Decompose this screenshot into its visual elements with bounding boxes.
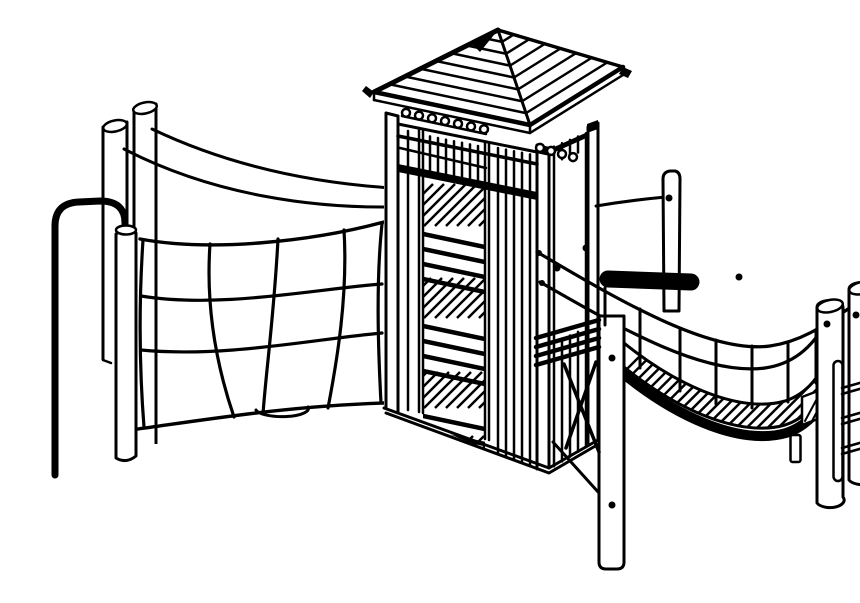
- board-and-rail: [596, 171, 743, 311]
- roof-left-overhang: [362, 86, 374, 98]
- bolt: [536, 250, 542, 256]
- end-post-back: [848, 279, 860, 484]
- bolt: [609, 355, 616, 362]
- bolt: [583, 245, 590, 252]
- bolt: [853, 312, 860, 319]
- central-tower: [362, 30, 632, 473]
- bolt: [824, 321, 831, 328]
- bolt: [539, 280, 545, 286]
- bolt: [666, 195, 673, 202]
- climbing-net: [138, 222, 384, 429]
- playground-structure-illustration: Wooden play tower with climbing net and …: [40, 16, 860, 587]
- bolt: [736, 274, 743, 281]
- rope-to-board: [596, 197, 666, 206]
- front-post: [116, 229, 136, 460]
- guy-ropes: [124, 129, 392, 207]
- ladder-stringer-left: [834, 361, 843, 481]
- square-support-post: [599, 316, 624, 569]
- illustration-canvas: Wooden play tower with climbing net and …: [40, 16, 860, 587]
- grab-hoop-and-front-post: [55, 201, 136, 475]
- left-net-section: [55, 100, 392, 475]
- end-cleat: [791, 435, 801, 462]
- bolt: [609, 502, 616, 509]
- round-rail-inner: [608, 279, 691, 282]
